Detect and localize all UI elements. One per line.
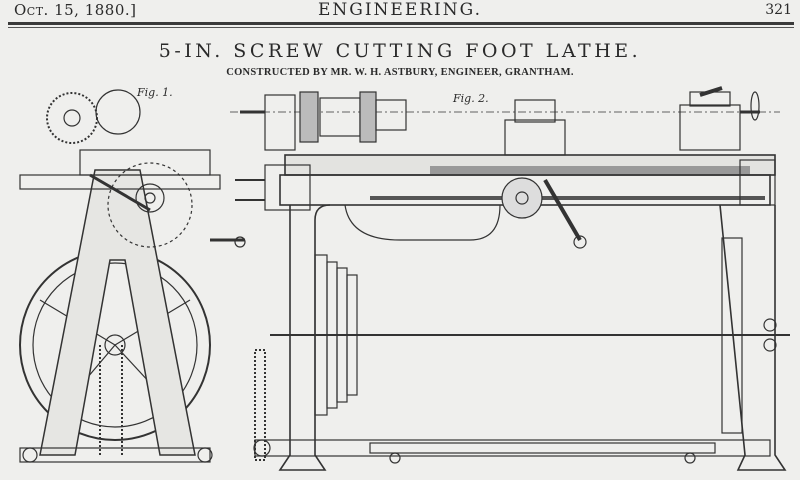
fig2-label: Fig. 2.: [453, 92, 489, 105]
page-number: 321: [765, 2, 792, 18]
fig1-label: Fig. 1.: [137, 86, 173, 99]
article-title: 5-IN. SCREW CUTTING FOOT LATHE.: [158, 40, 642, 62]
fig1-end-view: [19, 89, 246, 463]
article-subtitle: CONSTRUCTED BY MR. W. H. ASTBURY, ENGINE…: [226, 67, 574, 78]
journal-name: ENGINEERING.: [317, 0, 483, 20]
issue-date: Oct. 15, 1880.]: [14, 1, 137, 19]
header-rule-thin: [8, 27, 794, 28]
fig2-front-view: [230, 86, 790, 471]
header-rule: [8, 22, 794, 25]
page-header: Oct. 15, 1880.] ENGINEERING. 321: [0, 0, 800, 22]
